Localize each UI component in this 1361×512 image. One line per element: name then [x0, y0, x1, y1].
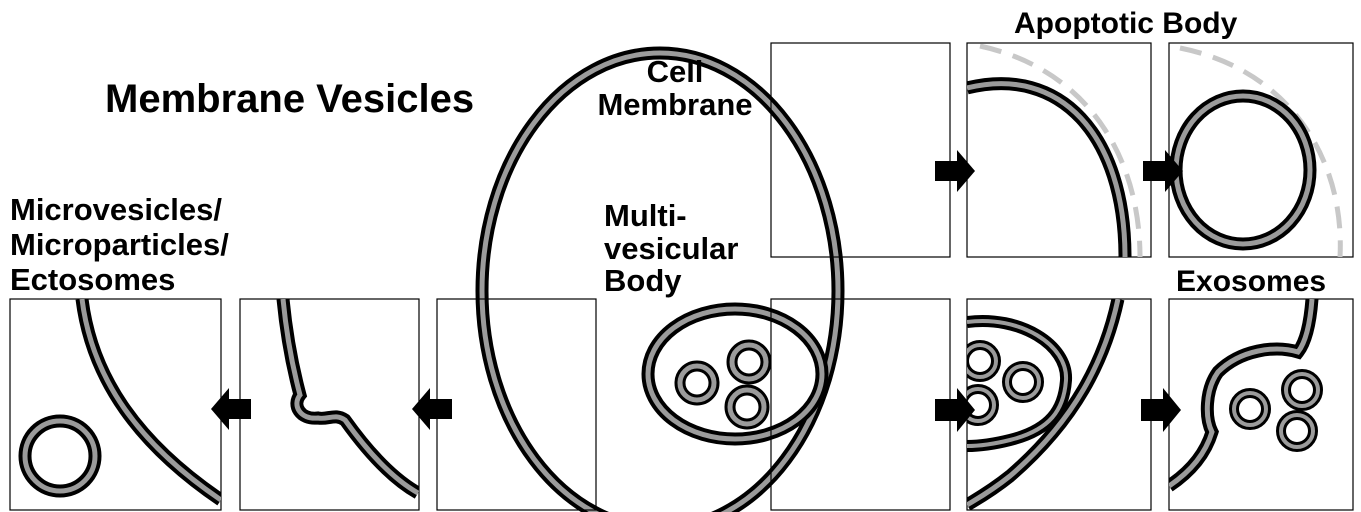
- multivesicular-body: [648, 309, 822, 439]
- microvesicles-label: Microvesicles/ Microparticles/ Ectosomes: [10, 192, 229, 297]
- diagram-title: Membrane Vesicles: [105, 78, 474, 120]
- exosome: [1286, 374, 1318, 406]
- exosome: [1234, 393, 1266, 425]
- intraluminal-vesicle: [680, 366, 714, 400]
- exosomes-label: Exosomes: [1176, 266, 1326, 298]
- microvesicle-panel-2: [240, 299, 419, 510]
- exosome-panel-3: [1169, 299, 1353, 510]
- zoom-box-microvesicle-1: [437, 299, 596, 510]
- apoptosis-panel-3: [1169, 43, 1353, 257]
- exosome: [1281, 415, 1313, 447]
- multivesicular-body-label: Multi- vesicular Body: [604, 200, 738, 298]
- apoptosis-panel-2: [967, 43, 1151, 257]
- intraluminal-vesicle: [730, 390, 764, 424]
- microvesicle-panel-3: [10, 299, 221, 510]
- intraluminal-vesicle: [732, 345, 766, 379]
- microvesicle: [25, 421, 95, 491]
- apoptotic-body-label: Apoptotic Body: [1014, 8, 1237, 40]
- apoptotic-body: [1176, 96, 1310, 244]
- exosome-panel-2: [962, 299, 1151, 510]
- cell-membrane-label: Cell Membrane: [585, 56, 765, 121]
